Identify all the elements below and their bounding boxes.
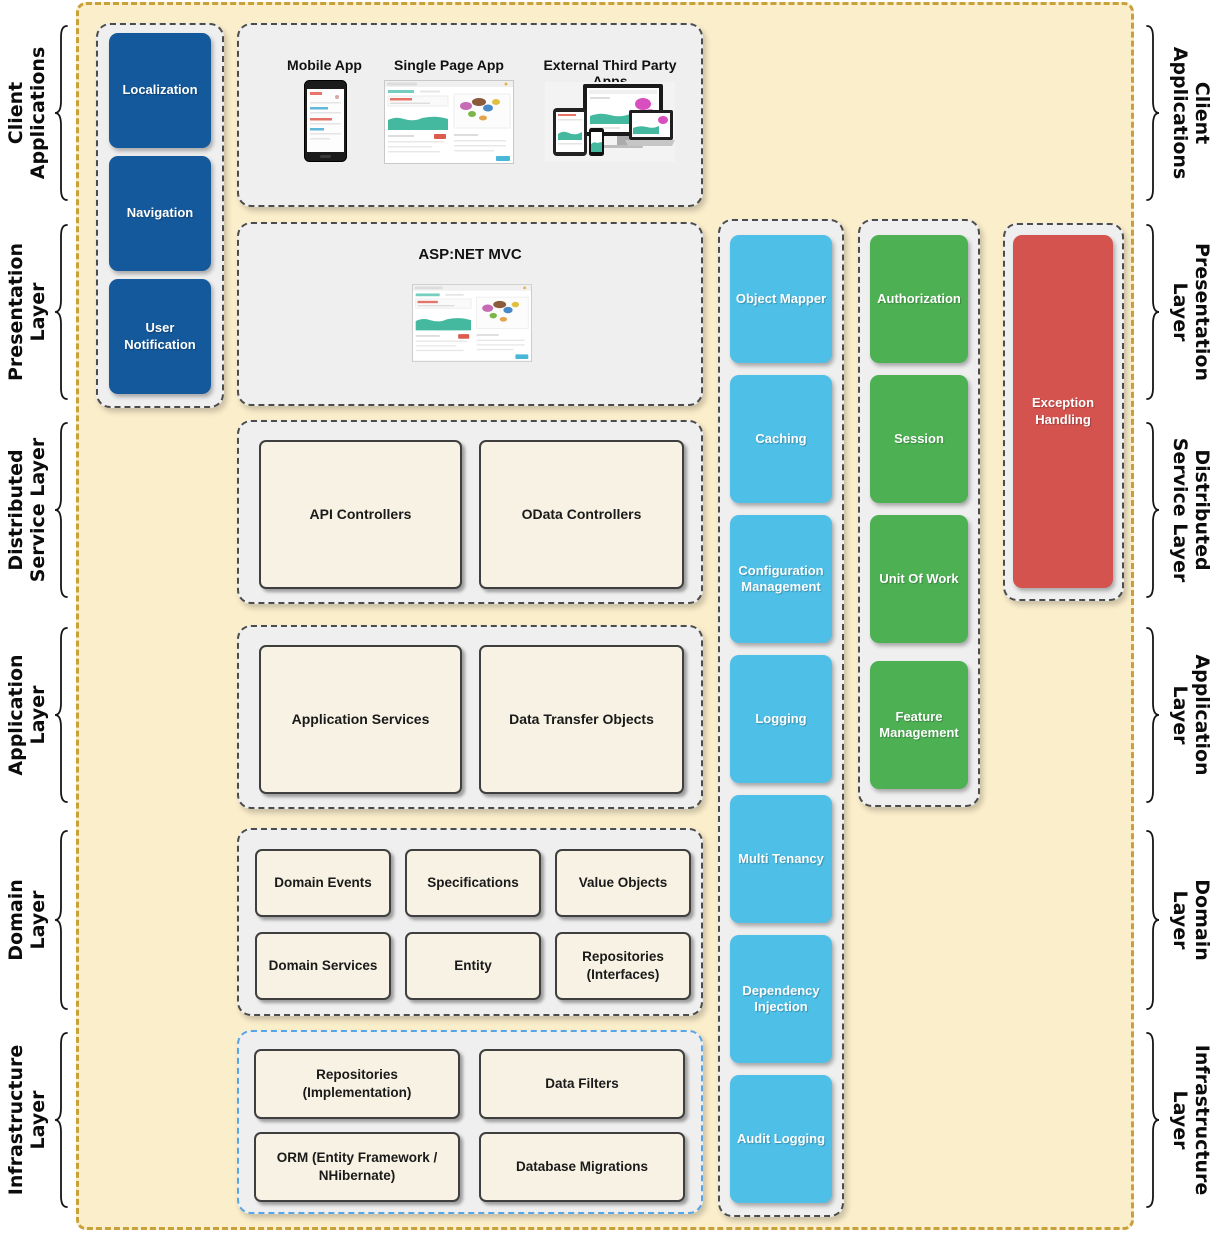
right-brace-presentation-layer: [1144, 222, 1162, 402]
left-label-application-layer: Application Layer: [2, 625, 54, 805]
box-unit-of-work: Unit Of Work: [870, 515, 968, 643]
box-object-mapper: Object Mapper: [730, 235, 832, 363]
box-exception-handling: Exception Handling: [1013, 235, 1113, 588]
box-odata-controllers: OData Controllers: [479, 440, 684, 589]
box-logging: Logging: [730, 655, 832, 783]
box-caching: Caching: [730, 375, 832, 503]
right-brace-distributed-service-layer: [1144, 420, 1162, 600]
left-label-infrastructure-layer-text: Infrastructure Layer: [5, 1044, 49, 1196]
right-label-distributed-service-layer: Distributed Service Layer: [1164, 420, 1216, 600]
box-localization: Localization: [109, 33, 211, 148]
box-specifications: Specifications: [405, 849, 541, 917]
aspnet-mvc-title: ASP:NET MVC: [418, 246, 522, 263]
caption-mobile-app: Mobile App: [287, 57, 362, 73]
box-session: Session: [870, 375, 968, 503]
box-database-migrations: Database Migrations: [479, 1132, 685, 1202]
box-repositories-implementation: Repositories (Implementation): [254, 1049, 460, 1119]
left-brace-presentation-layer: [52, 222, 70, 402]
left-label-presentation-layer: Presentation Layer: [2, 222, 54, 402]
panel-application-layer: Application Services Data Transfer Objec…: [237, 625, 703, 809]
box-data-transfer-objects: Data Transfer Objects: [479, 645, 684, 794]
left-label-client-applications-text: Client Applications: [5, 46, 49, 180]
right-label-domain-layer-text: Domain Layer: [1169, 879, 1213, 961]
panel-domain-layer: Domain Events Specifications Value Objec…: [237, 828, 703, 1016]
box-api-controllers: API Controllers: [259, 440, 462, 589]
right-label-infrastructure-layer-text: Infrastructure Layer: [1169, 1044, 1213, 1196]
panel-presentation-layer: ASP:NET MVC: [237, 222, 703, 406]
right-brace-domain-layer: [1144, 828, 1162, 1012]
right-brace-infrastructure-layer: [1144, 1030, 1162, 1210]
left-brace-application-layer: [52, 625, 70, 805]
panel-client-applications: Mobile App Single Page App External Thir…: [237, 23, 703, 207]
left-label-domain-layer: Domain Layer: [2, 828, 54, 1012]
left-label-client-applications: Client Applications: [2, 23, 54, 203]
right-label-domain-layer: Domain Layer: [1164, 828, 1216, 1012]
right-brace-client-applications: [1144, 23, 1162, 203]
left-label-domain-layer-text: Domain Layer: [5, 879, 49, 961]
caption-single-page-app: Single Page App: [394, 57, 504, 73]
box-data-filters: Data Filters: [479, 1049, 685, 1119]
box-domain-events: Domain Events: [255, 849, 391, 917]
box-repositories-interfaces: Repositories (Interfaces): [555, 932, 691, 1000]
box-feature-management: Feature Management: [870, 661, 968, 789]
panel-cross-cutting-green: Authorization Session Unit Of Work Featu…: [858, 219, 980, 807]
left-label-application-layer-text: Application Layer: [5, 654, 49, 776]
left-brace-infrastructure-layer: [52, 1030, 70, 1210]
panel-cross-cutting-red: Exception Handling: [1003, 223, 1124, 601]
right-label-distributed-service-layer-text: Distributed Service Layer: [1169, 437, 1213, 583]
box-authorization: Authorization: [870, 235, 968, 363]
box-user-notification: User Notification: [109, 279, 211, 394]
right-label-client-applications: Client Applications: [1164, 23, 1216, 203]
left-brace-client-applications: [52, 23, 70, 203]
right-brace-application-layer: [1144, 625, 1162, 805]
left-brace-distributed-service-layer: [52, 420, 70, 600]
panel-distributed-service-layer: API Controllers OData Controllers: [237, 420, 703, 604]
left-brace-domain-layer: [52, 828, 70, 1012]
box-navigation: Navigation: [109, 156, 211, 271]
left-label-presentation-layer-text: Presentation Layer: [5, 243, 49, 381]
right-label-application-layer: Application Layer: [1164, 625, 1216, 805]
right-label-client-applications-text: Client Applications: [1169, 46, 1213, 180]
box-application-services: Application Services: [259, 645, 462, 794]
single-page-app-image: [384, 80, 514, 164]
right-label-presentation-layer-text: Presentation Layer: [1169, 243, 1213, 381]
box-multi-tenancy: Multi Tenancy: [730, 795, 832, 923]
box-value-objects: Value Objects: [555, 849, 691, 917]
box-configuration-management: Configuration Management: [730, 515, 832, 643]
panel-infrastructure-layer: Repositories (Implementation) Data Filte…: [237, 1030, 703, 1214]
box-dependency-injection: Dependency Injection: [730, 935, 832, 1063]
left-label-distributed-service-layer: Distributed Service Layer: [2, 420, 54, 600]
box-audit-logging: Audit Logging: [730, 1075, 832, 1203]
left-label-distributed-service-layer-text: Distributed Service Layer: [5, 437, 49, 583]
mobile-app-image: [304, 80, 347, 162]
left-label-infrastructure-layer: Infrastructure Layer: [2, 1030, 54, 1210]
panel-presentation-side-stack: Localization Navigation User Notificatio…: [96, 23, 224, 408]
right-label-application-layer-text: Application Layer: [1169, 654, 1213, 776]
box-orm: ORM (Entity Framework / NHibernate): [254, 1132, 460, 1202]
right-label-presentation-layer: Presentation Layer: [1164, 222, 1216, 402]
box-domain-services: Domain Services: [255, 932, 391, 1000]
aspnet-mvc-image: [412, 283, 532, 363]
box-entity: Entity: [405, 932, 541, 1000]
panel-cross-cutting-cyan: Object Mapper Caching Configuration Mana…: [718, 219, 844, 1217]
external-apps-image: [545, 82, 675, 162]
right-label-infrastructure-layer: Infrastructure Layer: [1164, 1030, 1216, 1210]
